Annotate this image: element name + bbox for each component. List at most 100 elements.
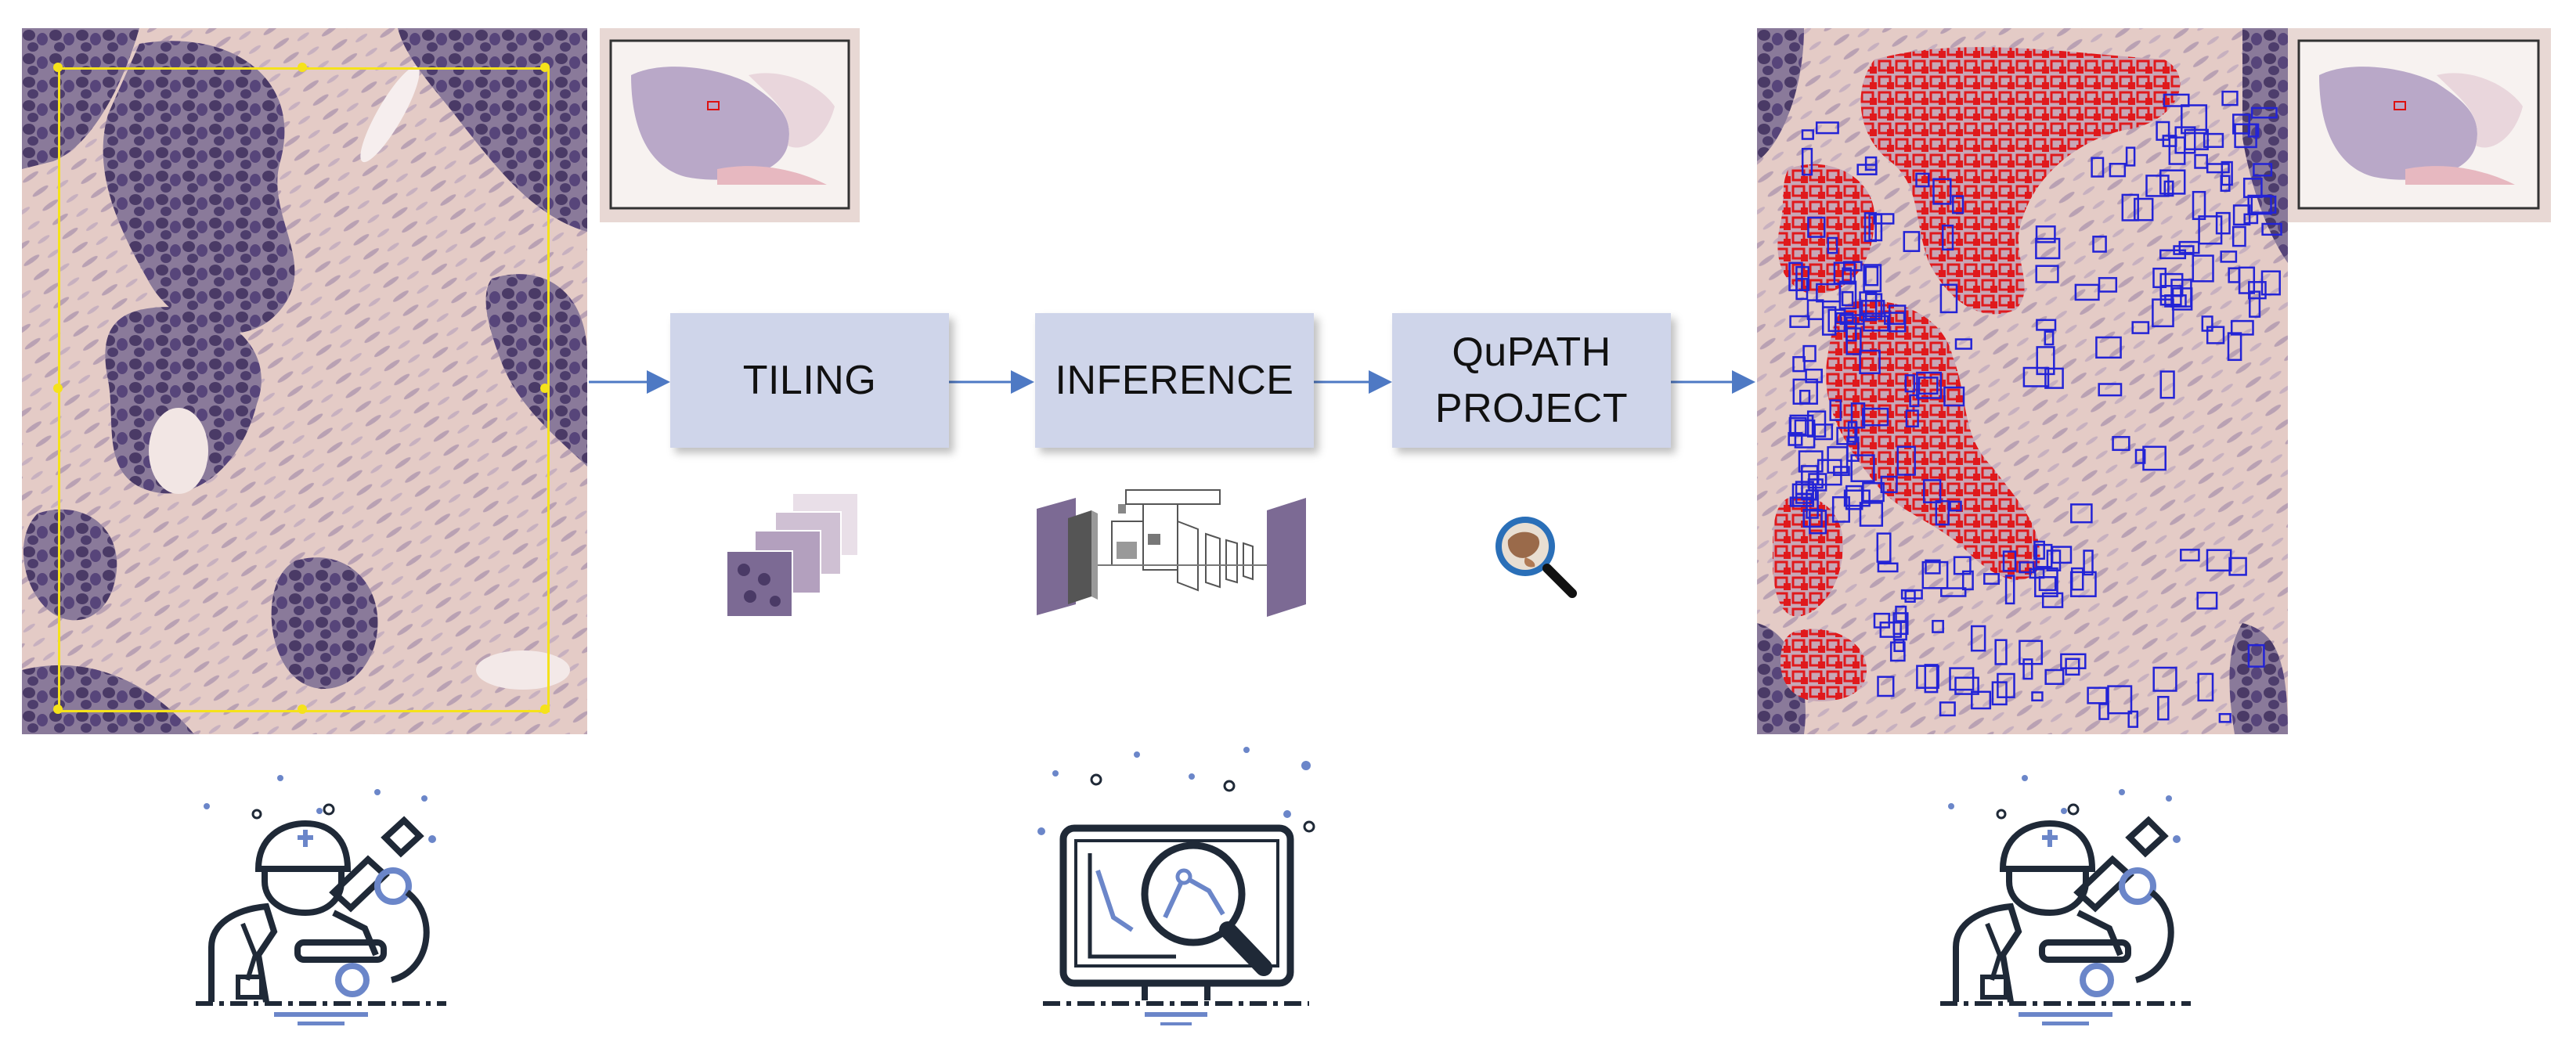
blue-detection-box bbox=[1859, 291, 1878, 322]
input-tissue-svg bbox=[22, 28, 587, 734]
blue-detection-box bbox=[1807, 216, 1826, 238]
blue-detection-box bbox=[2253, 163, 2273, 177]
blue-detection-box bbox=[2060, 653, 2087, 669]
blue-detection-box bbox=[2152, 298, 2174, 328]
blue-detection-box bbox=[1900, 589, 1923, 600]
blue-detection-box bbox=[1798, 450, 1824, 473]
roi-handle[interactable] bbox=[298, 63, 307, 72]
blue-detection-box bbox=[2036, 319, 2057, 331]
qupath-step-box[interactable]: QuPATH PROJECT bbox=[1392, 313, 1671, 448]
blue-detection-box bbox=[1801, 129, 1814, 140]
blue-detection-box bbox=[2218, 712, 2231, 723]
blue-detection-box bbox=[2157, 696, 2170, 721]
blue-detection-box bbox=[1792, 355, 1806, 373]
output-histology-image bbox=[1757, 28, 2288, 734]
blue-detection-box bbox=[1806, 410, 1827, 438]
blue-detection-box bbox=[1983, 573, 2000, 585]
blue-detection-box bbox=[1952, 195, 1964, 214]
blue-detection-box bbox=[2125, 146, 2136, 167]
blue-detection-box bbox=[1915, 172, 1930, 188]
blue-detection-box bbox=[2198, 215, 2223, 245]
blue-detection-box bbox=[1827, 236, 1838, 254]
blue-detection-box bbox=[2019, 640, 2044, 665]
blue-detection-box bbox=[1943, 386, 1965, 407]
roi-handle[interactable] bbox=[53, 704, 63, 714]
blue-detection-box bbox=[1924, 664, 1939, 694]
blue-detection-box bbox=[1954, 676, 1979, 695]
blue-detection-box bbox=[2022, 366, 2050, 387]
blue-detection-box bbox=[1971, 690, 1992, 710]
blue-detection-box bbox=[1889, 641, 1906, 662]
blue-detection-box bbox=[1841, 290, 1854, 307]
blue-detection-box bbox=[2046, 550, 2062, 571]
blue-detection-box bbox=[2087, 686, 2108, 704]
blue-detection-box bbox=[2249, 290, 2261, 318]
blue-detection-box bbox=[1932, 619, 1944, 633]
blue-detection-box bbox=[2051, 546, 2073, 564]
blue-detection-box bbox=[2228, 557, 2247, 576]
blue-detection-box bbox=[1863, 264, 1882, 293]
blue-detection-box bbox=[1991, 681, 2008, 706]
inference-step-box[interactable]: INFERENCE bbox=[1035, 313, 1314, 448]
blue-detection-box bbox=[2215, 211, 2231, 235]
roi-handle[interactable] bbox=[53, 63, 63, 72]
blue-detection-box bbox=[1859, 349, 1881, 375]
blue-detection-box bbox=[2044, 668, 2065, 685]
blue-detection-box bbox=[1932, 178, 1952, 205]
blue-detection-box bbox=[1888, 304, 1907, 333]
roi-handle[interactable] bbox=[540, 384, 550, 393]
blue-detection-box bbox=[1949, 667, 1975, 691]
blue-detection-box bbox=[2002, 550, 2017, 572]
blue-detection-box bbox=[2168, 136, 2186, 165]
blue-detection-box bbox=[1845, 316, 1857, 342]
blue-detection-box bbox=[1873, 612, 1890, 629]
blue-detection-box bbox=[2228, 267, 2241, 283]
blue-detection-box bbox=[2221, 160, 2233, 186]
roi-handle[interactable] bbox=[298, 704, 307, 714]
blue-detection-box bbox=[2184, 128, 2209, 150]
blue-detection-box bbox=[2134, 197, 2154, 222]
blue-detection-box bbox=[2065, 658, 2080, 676]
blue-detection-box bbox=[1940, 587, 1967, 597]
blue-detection-box bbox=[2022, 658, 2033, 680]
output-tissue-svg bbox=[1757, 28, 2288, 734]
blue-detection-box bbox=[2248, 281, 2267, 300]
blue-detection-box bbox=[2035, 265, 2059, 283]
roi-handle[interactable] bbox=[540, 63, 550, 72]
tiling-step-label: TILING bbox=[742, 358, 877, 403]
blue-detection-box bbox=[2173, 245, 2195, 255]
blue-detection-box bbox=[1862, 481, 1885, 503]
blue-detection-box bbox=[1939, 283, 1958, 314]
roi-handle[interactable] bbox=[540, 704, 550, 714]
blue-detection-box bbox=[1806, 489, 1819, 519]
blue-detection-box bbox=[1816, 283, 1842, 303]
red-detection-cluster bbox=[1780, 629, 1867, 701]
blue-detection-box bbox=[1842, 267, 1853, 284]
blue-detection-box bbox=[2220, 250, 2238, 263]
blue-detection-box bbox=[1807, 478, 1824, 489]
blue-detection-box bbox=[2194, 153, 2208, 169]
blue-detection-box bbox=[1939, 701, 1956, 717]
blue-detection-box bbox=[2180, 549, 2200, 562]
blue-detection-box bbox=[1864, 265, 1879, 286]
blue-detection-box bbox=[1788, 431, 1803, 446]
blue-detection-box bbox=[1864, 293, 1883, 320]
pathologist-microscope-icon bbox=[1925, 775, 2206, 1025]
blue-detection-box bbox=[1970, 625, 1986, 652]
blue-detection-box bbox=[1896, 445, 1916, 476]
blue-detection-box bbox=[1876, 532, 1892, 563]
tiling-step-box[interactable]: TILING bbox=[670, 313, 949, 448]
blue-detection-box bbox=[2247, 643, 2265, 668]
blue-detection-box bbox=[1846, 436, 1860, 462]
blue-detection-box bbox=[2083, 550, 2094, 576]
blue-detection-box bbox=[2134, 449, 2146, 464]
blue-detection-box bbox=[2250, 195, 2277, 214]
blue-detection-box bbox=[1843, 489, 1871, 507]
blue-detection-box bbox=[2131, 321, 2150, 334]
blue-detection-box bbox=[2231, 225, 2246, 247]
roi-handle[interactable] bbox=[53, 384, 63, 393]
blue-detection-box bbox=[2095, 336, 2122, 359]
roi-selection-box[interactable] bbox=[58, 67, 550, 712]
blue-detection-box bbox=[2178, 240, 2200, 254]
blue-detection-box bbox=[1921, 560, 1949, 589]
